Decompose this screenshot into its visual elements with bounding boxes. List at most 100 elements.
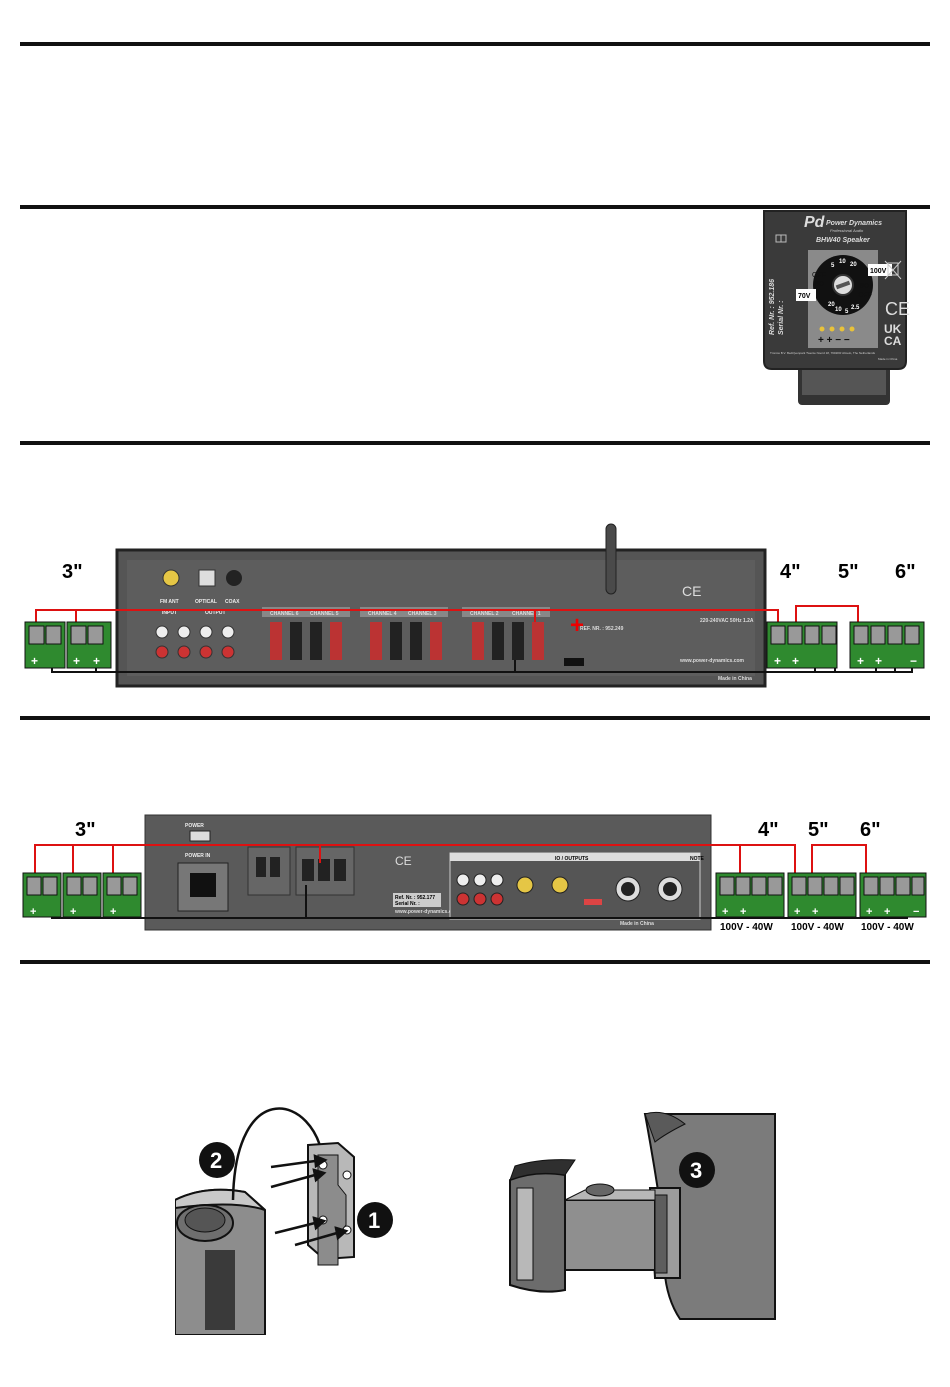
speaker-connector-4in: + + bbox=[766, 621, 838, 669]
svg-text:20: 20 bbox=[850, 262, 857, 268]
made-in-label: Made in China bbox=[878, 357, 898, 361]
polarity-label: + + − − bbox=[818, 335, 850, 346]
separator-rule-4 bbox=[20, 716, 930, 720]
size-label-5in: 5" bbox=[838, 561, 859, 583]
wifi-antenna bbox=[605, 523, 617, 595]
amplifier-1-wiring-diagram: FM ANT OPTICAL COAX INPUT OUTPUT CHANNEL… bbox=[24, 523, 925, 688]
svg-text:NOTE: NOTE bbox=[690, 856, 705, 862]
mounting-instruction-left: 2 1 bbox=[175, 1107, 393, 1335]
svg-text:+: + bbox=[857, 654, 864, 668]
svg-text:+: + bbox=[794, 906, 800, 918]
svg-text:+: + bbox=[875, 654, 882, 668]
svg-text:+: + bbox=[866, 906, 872, 918]
step-3-badge bbox=[679, 1152, 715, 1188]
separator-rule-5 bbox=[20, 960, 930, 964]
manufacturer-address: Tronios B.V. Bedrijvenpark Twente Noord … bbox=[770, 351, 876, 355]
svg-text:IO / OUTPUTS: IO / OUTPUTS bbox=[555, 856, 589, 862]
step-1-badge bbox=[357, 1202, 393, 1238]
svg-text:OFF: OFF bbox=[858, 292, 872, 299]
size-label-3in-2: 3" bbox=[75, 819, 96, 841]
svg-text:+: + bbox=[722, 906, 728, 918]
xlr-jacks bbox=[615, 876, 683, 902]
plus-symbol: + bbox=[570, 612, 584, 639]
amplifier-2-wiring-diagram: POWER POWER IN CE Ref. Nr. : 952.177 Ser… bbox=[22, 814, 927, 933]
svg-text:8Ω: 8Ω bbox=[860, 283, 869, 290]
svg-text:+: + bbox=[792, 654, 799, 668]
svg-text:+: + bbox=[740, 906, 746, 918]
svg-text:Made in China: Made in China bbox=[718, 676, 752, 682]
speaker-connector-3in-2: + + + bbox=[22, 872, 142, 918]
svg-text:Made in China: Made in China bbox=[620, 921, 654, 927]
brand-logo: Pd Power Dynamics Professional Audio bbox=[804, 214, 882, 233]
svg-text:+: + bbox=[31, 654, 38, 668]
svg-text:+: + bbox=[70, 906, 76, 918]
svg-text:+: + bbox=[774, 654, 781, 668]
brand-name: Power Dynamics bbox=[826, 220, 882, 227]
ce-mark: CE bbox=[395, 854, 412, 868]
svg-text:CHANNEL 6: CHANNEL 6 bbox=[270, 611, 299, 617]
ce-mark: CE bbox=[885, 299, 910, 319]
svg-text:+: + bbox=[812, 906, 818, 918]
ukca-mark-line2: CA bbox=[884, 334, 902, 348]
svg-text:−: − bbox=[913, 906, 919, 918]
svg-text:2.5: 2.5 bbox=[851, 305, 860, 311]
svg-text:+: + bbox=[73, 654, 80, 668]
size-label-3in: 3" bbox=[62, 561, 83, 583]
voltage-100v: 100V bbox=[870, 268, 887, 275]
separator-rule-3 bbox=[20, 441, 930, 445]
svg-text:CHANNEL 3: CHANNEL 3 bbox=[408, 611, 437, 617]
size-label-5in-2: 5" bbox=[808, 819, 829, 841]
svg-text:Pd: Pd bbox=[804, 214, 826, 231]
svg-text:10: 10 bbox=[835, 307, 842, 313]
svg-text:CHANNEL 2: CHANNEL 2 bbox=[470, 611, 499, 617]
svg-text:COAX: COAX bbox=[225, 599, 240, 605]
size-label-4in: 4" bbox=[780, 561, 801, 583]
watt-label-2: 100V - 40W bbox=[791, 922, 844, 933]
ce-mark: CE bbox=[682, 583, 701, 599]
terminal-pins bbox=[819, 326, 855, 332]
speaker-connector-3in: + + + bbox=[24, 621, 112, 669]
rca-jacks-2 bbox=[456, 873, 569, 906]
size-label-6in: 6" bbox=[895, 561, 916, 583]
svg-text:10: 10 bbox=[839, 259, 846, 265]
svg-text:REF. NR. : 952.249: REF. NR. : 952.249 bbox=[580, 626, 624, 632]
separator-rule-2 bbox=[20, 205, 930, 209]
svg-text:+: + bbox=[30, 906, 36, 918]
model-name: BHW40 Speaker bbox=[816, 237, 871, 244]
speaker-connector-5in-2: + + bbox=[787, 872, 857, 918]
mounting-instruction-right: 3 bbox=[509, 1111, 776, 1320]
svg-text:CHANNEL 4: CHANNEL 4 bbox=[368, 611, 397, 617]
svg-text:POWER IN: POWER IN bbox=[185, 853, 211, 859]
svg-text:Serial Nr. :: Serial Nr. : bbox=[395, 901, 420, 907]
weee-bin-icon bbox=[884, 260, 902, 280]
svg-text:www.power-dynamics.com: www.power-dynamics.com bbox=[679, 658, 745, 664]
svg-text:+: + bbox=[110, 906, 116, 918]
svg-text:OFF: OFF bbox=[812, 272, 826, 279]
svg-text:www.power-dynamics.com: www.power-dynamics.com bbox=[394, 909, 460, 915]
svg-text:+: + bbox=[884, 906, 890, 918]
size-label-6in-2: 6" bbox=[860, 819, 881, 841]
svg-text:2: 2 bbox=[210, 1148, 222, 1173]
rca-jacks bbox=[155, 625, 235, 659]
svg-text:220-240VAC 50Hz 1.2A: 220-240VAC 50Hz 1.2A bbox=[700, 618, 754, 624]
step-2-badge bbox=[199, 1142, 235, 1178]
svg-text:POWER: POWER bbox=[185, 823, 204, 829]
svg-text:5: 5 bbox=[831, 263, 835, 269]
svg-text:Ref. Nr. : 952.177: Ref. Nr. : 952.177 bbox=[395, 895, 435, 901]
svg-text:−: − bbox=[910, 654, 917, 668]
svg-text:CHANNEL 1: CHANNEL 1 bbox=[512, 611, 541, 617]
svg-text:FM ANT: FM ANT bbox=[160, 599, 179, 605]
svg-text:20: 20 bbox=[828, 302, 835, 308]
speaker-terminal-blocks bbox=[270, 622, 544, 660]
watt-label-1: 100V - 40W bbox=[720, 922, 773, 933]
svg-text:INPUT: INPUT bbox=[162, 610, 177, 616]
book-icon bbox=[775, 234, 787, 243]
svg-text:5: 5 bbox=[845, 309, 849, 315]
arrow-icon bbox=[270, 1154, 349, 1247]
speaker-connector-4in-2: + + bbox=[715, 872, 785, 918]
ukca-mark-line1: UK bbox=[884, 322, 902, 336]
svg-text:3: 3 bbox=[690, 1158, 702, 1183]
ref-number: Ref. Nr. : 952.186 bbox=[769, 279, 776, 335]
speaker-label-card: Pd Power Dynamics Professional Audio BHW… bbox=[763, 210, 910, 405]
svg-text:1: 1 bbox=[368, 1208, 380, 1233]
